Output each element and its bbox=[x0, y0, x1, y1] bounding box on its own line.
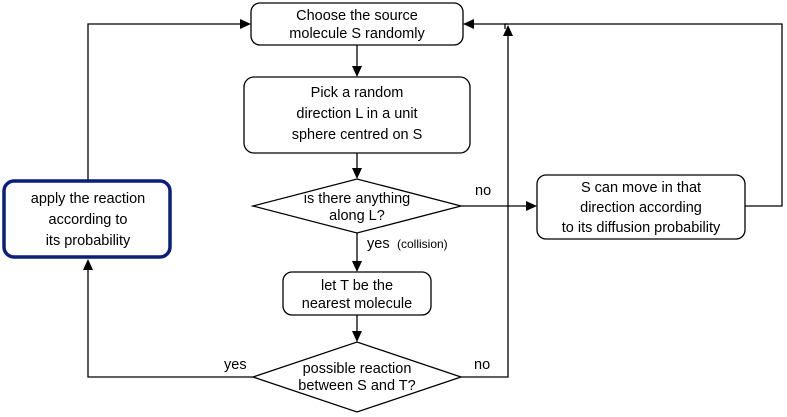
choose-source-line-2: molecule S randomly bbox=[289, 26, 425, 42]
arrowhead-anything bbox=[352, 168, 362, 179]
pick-direction-line-3: sphere centred on S bbox=[292, 127, 423, 143]
node-possible-reaction-decision: possible reaction between S and T? bbox=[250, 341, 464, 413]
connectors bbox=[83, 19, 783, 378]
arrowhead-choose-right bbox=[463, 19, 474, 29]
node-nearest-molecule: let T be the nearest molecule bbox=[282, 271, 432, 316]
arrowhead-no-up bbox=[503, 25, 513, 36]
label-yes-bottom: yes bbox=[224, 357, 247, 373]
edge-move-loop-to-choose bbox=[504, 23, 783, 207]
nearest-molecule-line-1: let T be the bbox=[321, 278, 393, 294]
pick-direction-line-2: direction L in a unit bbox=[296, 106, 417, 122]
possible-reaction-line-1: possible reaction bbox=[303, 361, 412, 377]
move-line-2: direction according bbox=[580, 200, 702, 216]
arrowhead-nearest bbox=[352, 261, 362, 272]
apply-reaction-line-3: its probability bbox=[46, 233, 131, 249]
pick-direction-line-1: Pick a random bbox=[311, 85, 404, 101]
node-pick-direction: Pick a random direction L in a unit sphe… bbox=[243, 76, 471, 154]
edge-apply-to-choose bbox=[87, 23, 242, 181]
node-choose-source: Choose the source molecule S randomly bbox=[250, 2, 464, 46]
arrowhead-apply bbox=[83, 259, 93, 270]
edge-labels: no yes (collision) yes no bbox=[224, 183, 491, 373]
apply-reaction-line-2: according to bbox=[49, 212, 128, 228]
edge-reaction-no-to-choose bbox=[461, 34, 509, 378]
edge-reaction-yes-to-apply bbox=[87, 268, 253, 378]
node-anything-along-decision: is there anything along L? bbox=[250, 178, 464, 234]
arrowhead-reaction bbox=[352, 331, 362, 342]
label-no-top: no bbox=[475, 183, 491, 199]
choose-source-line-1: Choose the source bbox=[296, 8, 418, 24]
arrowhead-choose-left bbox=[240, 19, 251, 29]
arrowhead-move bbox=[526, 201, 537, 211]
anything-along-line-1: is there anything bbox=[304, 191, 410, 207]
possible-reaction-line-2: between S and T? bbox=[298, 378, 415, 394]
label-yes-collision: yes bbox=[367, 236, 390, 252]
label-collision: (collision) bbox=[397, 237, 448, 251]
nearest-molecule-line-2: nearest molecule bbox=[302, 296, 412, 312]
node-apply-reaction: apply the reaction according to its prob… bbox=[2, 179, 172, 259]
anything-along-line-2: along L? bbox=[329, 208, 385, 224]
move-line-1: S can move in that bbox=[581, 180, 701, 196]
node-move: S can move in that direction according t… bbox=[536, 174, 746, 240]
apply-reaction-line-1: apply the reaction bbox=[31, 191, 145, 207]
label-no-bottom: no bbox=[474, 357, 490, 373]
move-line-3: to its diffusion probability bbox=[562, 220, 721, 236]
arrowhead-pick bbox=[352, 66, 362, 77]
